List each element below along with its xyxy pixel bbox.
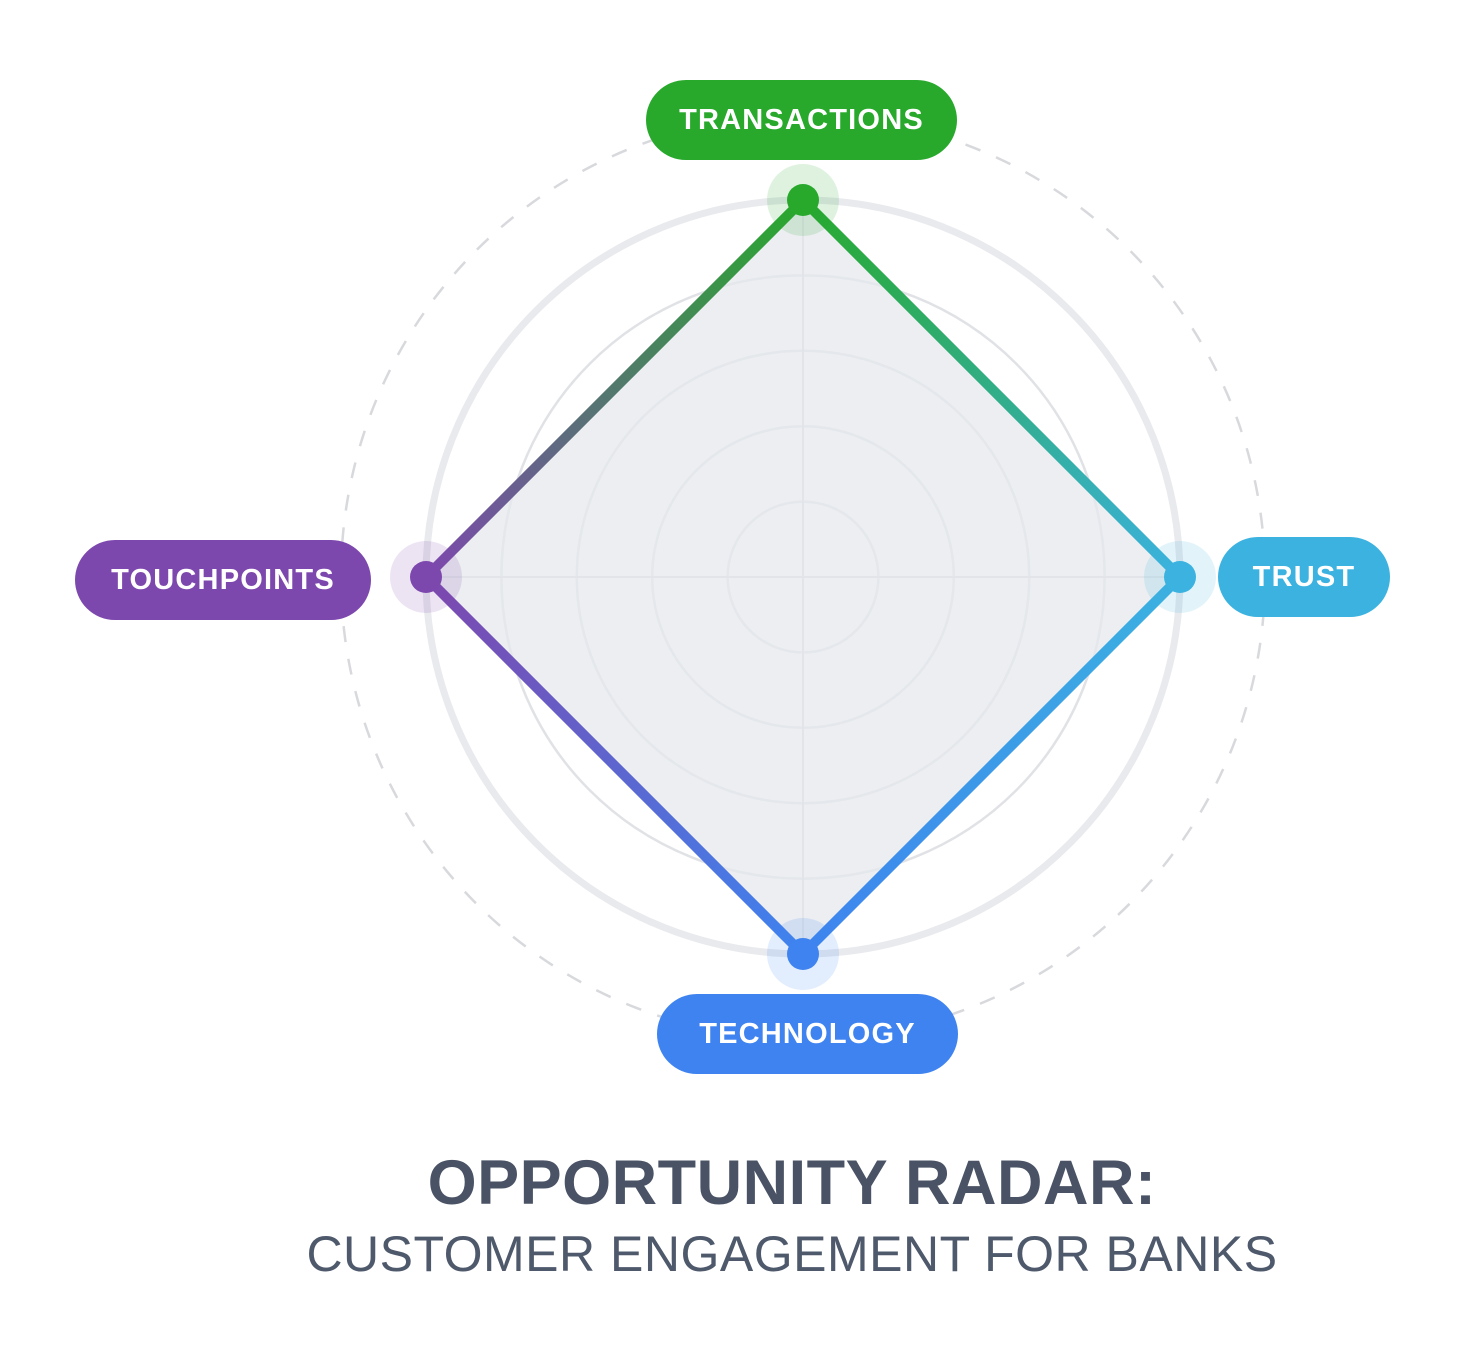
axis-badge-trust-label: TRUST (1252, 560, 1356, 593)
chart-title: OPPORTUNITY RADAR: (427, 1148, 1157, 1218)
vertex-dot-trust (1164, 561, 1196, 593)
axis-badge-touchpoints-label: TOUCHPOINTS (111, 563, 335, 596)
axis-badge-trust: TRUST (1218, 537, 1390, 617)
axis-badge-technology-label: TECHNOLOGY (699, 1017, 916, 1050)
vertex-dot-transactions (787, 184, 819, 216)
radar-edge-technology-to-touchpoints (421, 572, 808, 959)
radar-area (426, 200, 1180, 954)
axis-badge-touchpoints: TOUCHPOINTS (75, 540, 371, 620)
axis-badge-technology: TECHNOLOGY (657, 994, 958, 1074)
chart-subtitle: CUSTOMER ENGAGEMENT FOR BANKS (306, 1225, 1278, 1282)
vertex-dot-touchpoints (410, 561, 442, 593)
radar-edge-touchpoints-to-transactions (421, 195, 808, 582)
chart-title-block: OPPORTUNITY RADAR: CUSTOMER ENGAGEMENT F… (306, 1148, 1277, 1282)
vertex-dot-technology (787, 938, 819, 970)
axis-badge-transactions: TRANSACTIONS (646, 80, 957, 160)
radar-edge-transactions-to-trust (798, 195, 1185, 582)
radar-edge-trust-to-technology (798, 572, 1185, 959)
axis-badge-transactions-label: TRANSACTIONS (679, 103, 924, 136)
